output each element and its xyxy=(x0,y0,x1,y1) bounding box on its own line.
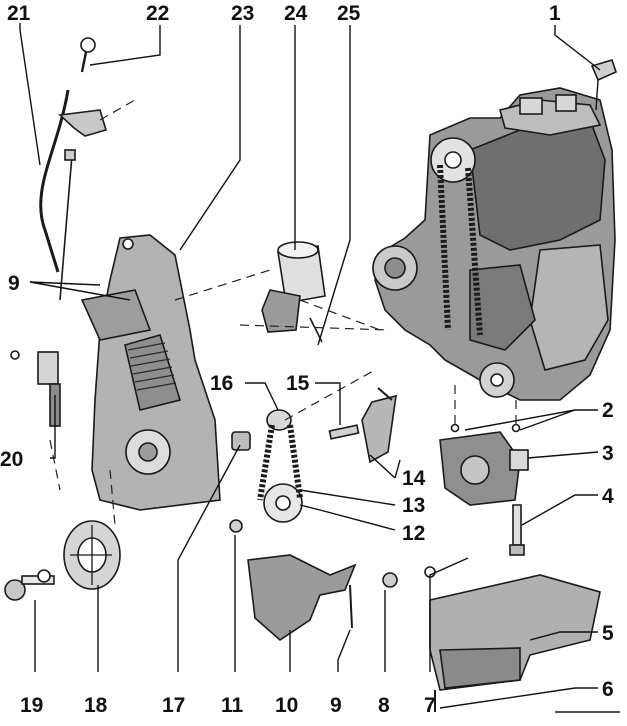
callout-14: 14 xyxy=(402,467,426,490)
dipstick-assembly xyxy=(39,37,107,301)
callout-17: 17 xyxy=(162,694,185,717)
callout-9-lower: 9 xyxy=(330,694,342,717)
assembly-lines xyxy=(49,99,517,526)
callout-12: 12 xyxy=(402,522,425,545)
oil-filter-housing xyxy=(261,241,326,343)
timing-chain-upper xyxy=(437,164,483,336)
leader-lines xyxy=(19,23,601,709)
callout-6: 6 xyxy=(602,678,614,701)
oil-pump xyxy=(439,423,529,556)
timing-cover xyxy=(80,234,221,511)
callout-22: 22 xyxy=(146,2,169,25)
engine-block xyxy=(372,59,617,401)
callout-7: 7 xyxy=(424,694,436,717)
oil-pressure-switch xyxy=(10,350,61,427)
callout-16: 16 xyxy=(210,372,233,395)
callout-labels: 21 22 23 24 25 1 9 16 15 2 20 3 14 4 13 … xyxy=(0,2,614,717)
callout-18: 18 xyxy=(84,694,108,717)
callout-21: 21 xyxy=(7,2,31,25)
callout-15: 15 xyxy=(286,372,310,395)
chain-tensioner xyxy=(328,387,397,464)
sensor-part-1 xyxy=(590,59,617,111)
callout-20: 20 xyxy=(0,448,23,471)
chain-guard-baffle xyxy=(229,519,357,642)
callout-4: 4 xyxy=(602,485,614,508)
pulley-bolt xyxy=(4,569,55,601)
callout-25: 25 xyxy=(337,2,361,25)
callout-13: 13 xyxy=(402,494,425,517)
callout-9-upper: 9 xyxy=(8,272,20,295)
callout-3: 3 xyxy=(602,442,614,465)
callout-23: 23 xyxy=(231,2,254,25)
callout-24: 24 xyxy=(284,2,308,25)
callout-5: 5 xyxy=(602,622,614,645)
oil-pump-chain-drive xyxy=(231,409,303,523)
callout-2: 2 xyxy=(602,399,614,422)
oil-pan xyxy=(382,566,620,713)
callout-8: 8 xyxy=(378,694,390,717)
callout-11: 11 xyxy=(221,694,244,717)
callout-1: 1 xyxy=(549,2,561,25)
callout-19: 19 xyxy=(20,694,43,717)
callout-10: 10 xyxy=(275,694,298,717)
crankshaft-pulley xyxy=(63,520,121,590)
